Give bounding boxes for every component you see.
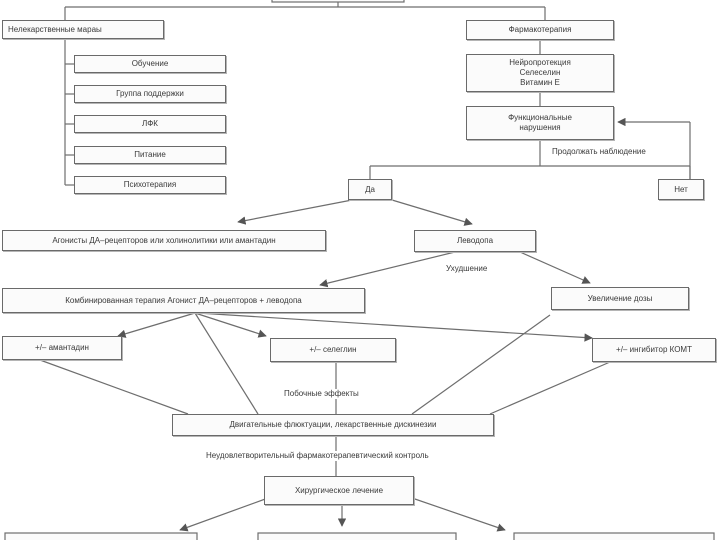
label-side-effects: Побочные эффекты: [284, 389, 359, 399]
node-motor-fluctuations: Двигательные флюктуации, лекарственные д…: [172, 414, 494, 436]
label-unsatisfactory-control: Неудовлетворительный фармакотерапевтичес…: [206, 451, 429, 461]
bottom-box-right-edge: [513, 532, 715, 540]
node-functional-impairment: Функциональные нарушения: [466, 106, 614, 140]
label-worsening: Ухудшение: [446, 264, 488, 274]
node-yes: Да: [348, 179, 392, 200]
node-surgical-treatment: Хирургическое лечение: [264, 476, 414, 505]
node-support-group: Группа поддержки: [74, 85, 226, 103]
node-selegiline: +/– селеглин: [270, 338, 396, 362]
node-pharmacotherapy: Фармакотерапия: [466, 20, 614, 40]
bottom-box-left-edge: [4, 532, 198, 540]
node-dose-increase: Увеличение дозы: [551, 287, 689, 310]
top-root-box-edge: [271, 0, 405, 3]
node-neuroprotection: Нейропротекция Селеселин Витамин Е: [466, 54, 614, 92]
node-non-drug: Нелекарственные мараы: [2, 20, 164, 39]
node-lfk: ЛФК: [74, 115, 226, 133]
node-comt-inhibitor: +/– ингибитор КОМТ: [592, 338, 716, 362]
label-continue-observation: Продолжать наблюдение: [552, 147, 646, 157]
node-no: Нет: [658, 179, 704, 200]
node-amantadine: +/– амантадин: [2, 336, 122, 360]
node-psychotherapy: Психотерапия: [74, 176, 226, 194]
node-nutrition: Питание: [74, 146, 226, 164]
node-education: Обучение: [74, 55, 226, 73]
node-agonists: Агонисты ДА–рецепторов или холинолитики …: [2, 230, 326, 251]
bottom-box-center-edge: [257, 532, 457, 540]
node-combined-therapy: Комбинированная терапия Агонист ДА–рецеп…: [2, 288, 365, 313]
node-levodopa: Леводопа: [414, 230, 536, 252]
